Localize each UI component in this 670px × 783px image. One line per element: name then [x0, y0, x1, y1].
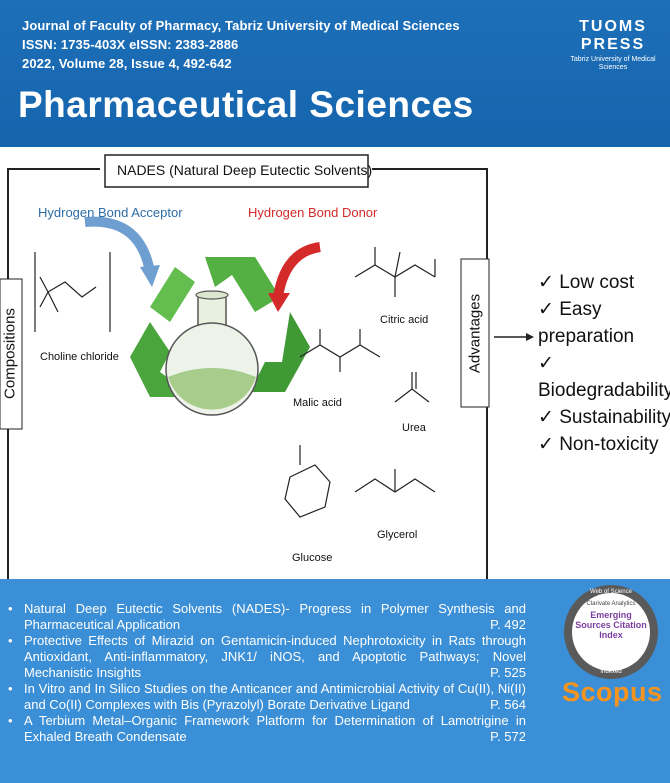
- article-list: • Natural Deep Eutectic Solvents (NADES)…: [6, 601, 526, 745]
- heading-box: [104, 154, 369, 188]
- publisher-logo: TUOMS PRESS Tabriz University of Medical…: [570, 18, 656, 72]
- scopus-logo: Scopus: [562, 677, 663, 707]
- frame-top-right: [372, 168, 488, 259]
- bullet-icon: •: [8, 633, 13, 648]
- malic-acid-structure: [299, 329, 381, 372]
- article-title: In Vitro and In Silico Studies on the An…: [24, 681, 526, 712]
- hbd-arrowhead: [268, 293, 290, 312]
- article-title: Protective Effects of Mirazid on Gentami…: [24, 633, 526, 680]
- compound-glucose: Glucose: [292, 552, 333, 564]
- article-page: P. 525: [490, 665, 526, 680]
- issn-line: ISSN: 1735-403X eISSN: 2383-2886: [22, 37, 239, 52]
- advantages-label: Advantages: [466, 293, 484, 374]
- compound-glycerol: Glycerol: [377, 529, 418, 541]
- bullet-icon: •: [8, 713, 13, 728]
- hbd-label: Hydrogen Bond Donor: [248, 205, 378, 220]
- article-title: Natural Deep Eutectic Solvents (NADES)- …: [24, 601, 526, 632]
- benefit-item: ✓ Sustainability: [538, 407, 670, 428]
- article-page: P. 564: [490, 697, 526, 712]
- esci-name: Emerging Sources Citation Index: [575, 610, 647, 640]
- journal-title: Pharmaceutical Sciences: [18, 84, 474, 125]
- hba-arrowhead: [140, 265, 160, 287]
- publisher-press: PRESS: [580, 36, 646, 53]
- choline-structure: [34, 252, 111, 332]
- compositions-label: Compositions: [1, 308, 19, 399]
- advantages-arrowhead: [526, 333, 534, 341]
- benefit-item: ✓ Non-toxicity: [538, 434, 659, 455]
- bullet-icon: •: [8, 601, 13, 616]
- esci-badge: Web of Science Clarivate Analytics Emerg…: [564, 585, 658, 679]
- hba-label: Hydrogen Bond Acceptor: [38, 205, 183, 220]
- badge-inner: Clarivate Analytics Emerging Sources Cit…: [572, 593, 650, 671]
- article-item: • Natural Deep Eutectic Solvents (NADES)…: [6, 601, 526, 633]
- compound-malic: Malic acid: [293, 397, 342, 409]
- flask-icon: [165, 290, 259, 416]
- clarivate-logo: Clarivate Analytics: [586, 601, 636, 607]
- article-item: • Protective Effects of Mirazid on Genta…: [6, 633, 526, 681]
- article-title: A Terbium Metal–Organic Framework Platfo…: [24, 713, 526, 744]
- glycerol-structure: [354, 469, 436, 493]
- publisher-university: Tabriz University of Medical Sciences: [570, 56, 656, 71]
- benefit-item: ✓ Easy preparation: [538, 299, 635, 347]
- cover-footer: • Natural Deep Eutectic Solvents (NADES)…: [0, 579, 670, 783]
- volume-line: 2022, Volume 28, Issue 4, 492-642: [22, 56, 232, 71]
- recycle-icon: [130, 257, 310, 397]
- article-item: • In Vitro and In Silico Studies on the …: [6, 681, 526, 713]
- benefit-item: ✓ Low cost: [538, 272, 635, 293]
- citric-acid-structure: [354, 247, 436, 297]
- compositions-box: [0, 278, 23, 430]
- compound-choline: Choline chloride: [40, 351, 119, 363]
- journal-name: Journal of Faculty of Pharmacy, Tabriz U…: [22, 18, 460, 33]
- advantages-box: [460, 258, 490, 408]
- cover-header: Journal of Faculty of Pharmacy, Tabriz U…: [0, 0, 670, 147]
- benefits-list: ✓ Low cost ✓ Easy preparation ✓ Biodegra…: [538, 269, 670, 458]
- badge-bottom-text: Indexed: [600, 669, 622, 675]
- urea-structure: [394, 372, 430, 403]
- hba-arrow: [84, 216, 155, 274]
- bullet-icon: •: [8, 681, 13, 696]
- nades-heading: NADES (Natural Deep Eutectic Solvents): [117, 162, 373, 178]
- glucose-structure: [284, 445, 331, 518]
- frame-left: [7, 168, 100, 579]
- article-page: P. 572: [490, 729, 526, 744]
- nades-diagram: [0, 154, 534, 579]
- benefit-item: ✓ Biodegradability: [538, 353, 670, 401]
- publisher-name: TUOMS: [579, 18, 647, 35]
- cover-illustration: NADES (Natural Deep Eutectic Solvents) H…: [0, 147, 670, 579]
- hbd-arrow: [273, 242, 321, 298]
- article-item: • A Terbium Metal–Organic Framework Plat…: [6, 713, 526, 745]
- compound-citric: Citric acid: [380, 314, 429, 326]
- compound-urea: Urea: [402, 422, 426, 434]
- badge-top-text: Web of Science: [590, 589, 632, 595]
- article-page: P. 492: [490, 617, 526, 632]
